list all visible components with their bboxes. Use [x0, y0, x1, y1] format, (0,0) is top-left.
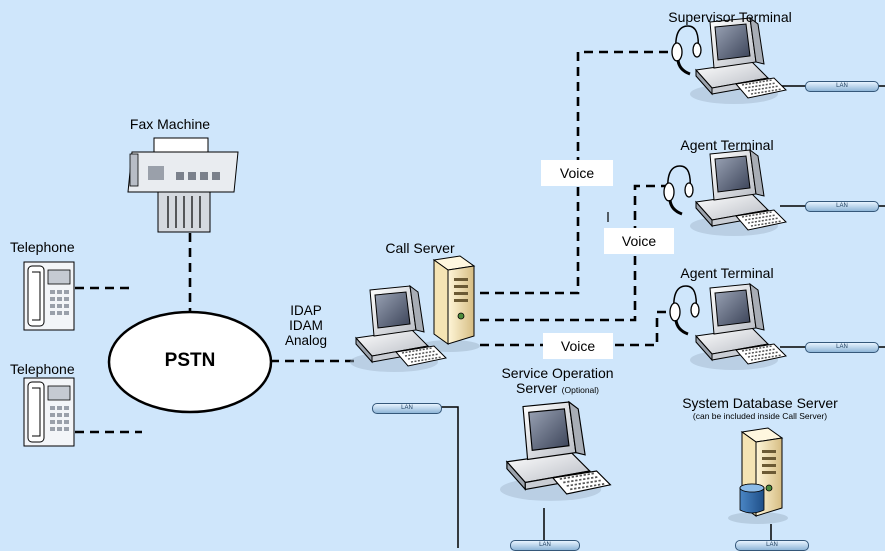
- pstn-ellipse: [107, 310, 273, 414]
- telephone-icon-1: [23, 261, 75, 331]
- lan-connector-callserver: LAN: [372, 403, 442, 414]
- supervisor-terminal-icon: [670, 17, 787, 105]
- lan-cable-callserver: [440, 406, 459, 548]
- service-operation-server-word: Server: [515, 380, 558, 396]
- fax-machine-label: Fax Machine: [129, 116, 211, 132]
- telephone-icon-2: [23, 377, 75, 447]
- service-operation-server-icon: [499, 401, 612, 502]
- call-server-icon: [349, 255, 481, 373]
- lan-connector-service: LAN: [510, 540, 580, 551]
- voice-label-2: Voice: [604, 228, 674, 254]
- service-operation-optional: (Optional): [561, 385, 599, 395]
- lan-cables: [440, 85, 885, 548]
- supervisor-terminal-label: Supervisor Terminal: [668, 9, 792, 25]
- agent-terminal-icon-2: [668, 283, 787, 371]
- lan-connector-db: LAN: [735, 540, 809, 551]
- telephone-label-1: Telephone: [10, 239, 75, 255]
- protocol-label-idap: IDAP: [290, 303, 322, 318]
- agent-terminal-icon-1: [662, 149, 787, 237]
- voice-label-3: Voice: [543, 333, 613, 359]
- call-server-label: Call Server: [385, 240, 455, 256]
- lan-connector-agent2: LAN: [805, 342, 879, 353]
- system-database-server-icon: [727, 427, 789, 525]
- lan-connector-supervisor: LAN: [805, 81, 879, 92]
- agent-terminal-label-1: Agent Terminal: [680, 137, 774, 153]
- link-callserver-agent2: [480, 310, 672, 347]
- lan-connector-agent1: LAN: [805, 201, 879, 212]
- system-database-server-label: System Database Server: [682, 395, 838, 411]
- protocol-label-idam: IDAM: [289, 318, 323, 333]
- agent-terminal-label-2: Agent Terminal: [680, 265, 774, 281]
- fax-machine-icon: [127, 137, 239, 233]
- pstn-label: PSTN: [164, 350, 216, 371]
- protocol-label-analog: Analog: [284, 333, 328, 348]
- link-callserver-agent1: [480, 184, 668, 322]
- telephone-label-2: Telephone: [10, 361, 75, 377]
- service-operation-label-line2: Server (Optional): [490, 381, 625, 398]
- system-database-server-note: (can be included inside Call Server): [692, 411, 828, 421]
- voice-label-1: Voice: [541, 160, 613, 186]
- service-operation-label: Service Operation: [501, 365, 614, 381]
